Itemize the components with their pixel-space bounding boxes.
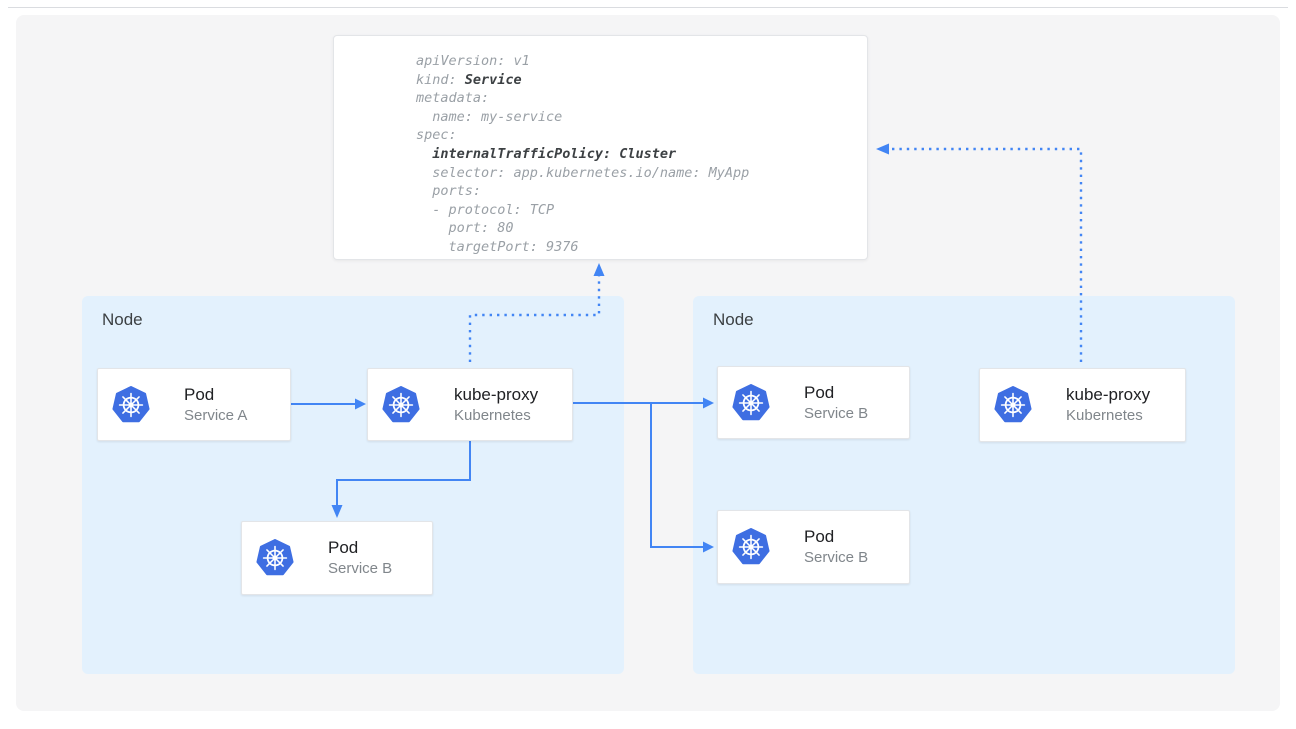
card-title: Pod	[184, 384, 215, 404]
node-label: Node	[713, 310, 754, 329]
pod-card-service-b-left: Pod Service B	[241, 521, 433, 595]
card-title: kube-proxy	[454, 384, 539, 404]
pod-card-service-a: Pod Service A	[97, 368, 291, 441]
yaml-code-line: ports:	[416, 183, 482, 200]
card-subtitle: Kubernetes	[1066, 407, 1143, 424]
pod-card-service-b-right-bottom: Pod Service B	[717, 510, 910, 584]
yaml-code-line: selector: app.kubernetes.io/name: MyApp	[416, 164, 750, 181]
node-box-left: Node	[82, 296, 624, 674]
yaml-code-line: kind: Service	[416, 71, 522, 88]
kube-proxy-card-left: kube-proxy Kubernetes	[367, 368, 573, 441]
kubernetes-icon	[256, 539, 294, 577]
card-title: Pod	[328, 538, 359, 557]
card-title: Pod	[804, 382, 835, 402]
yaml-code-line: internalTrafficPolicy: Cluster	[432, 145, 677, 162]
yaml-code-line: - protocol: TCP	[416, 201, 555, 218]
kubernetes-icon	[732, 383, 770, 422]
yaml-code: apiVersion: v1 kind: Service metadata: nam…	[334, 36, 867, 257]
yaml-code-line: metadata:	[416, 90, 490, 107]
card-subtitle: Service B	[804, 404, 869, 422]
card-title: Pod	[804, 527, 835, 546]
kubernetes-icon	[732, 528, 770, 566]
yaml-code-line: name: my-service	[416, 108, 563, 125]
yaml-code-line: port: 80	[416, 220, 514, 237]
kube-proxy-card-right: kube-proxy Kubernetes	[979, 368, 1186, 442]
card-subtitle: Kubernetes	[454, 406, 531, 424]
yaml-code-line: spec:	[416, 127, 457, 144]
card-subtitle: Service B	[804, 549, 869, 566]
kubernetes-icon	[994, 386, 1032, 424]
yaml-code-line: targetPort: 9376	[416, 238, 579, 255]
card-title: kube-proxy	[1066, 385, 1151, 404]
pod-card-service-b-right-top: Pod Service B	[717, 366, 910, 439]
kubernetes-icon	[112, 385, 150, 424]
kubernetes-icon	[382, 385, 420, 424]
yaml-code-line: apiVersion: v1	[416, 53, 530, 69]
node-label: Node	[102, 310, 143, 329]
card-subtitle: Service B	[328, 560, 393, 577]
top-divider	[8, 7, 1288, 8]
node-box-right: Node	[693, 296, 1235, 674]
card-subtitle: Service A	[184, 406, 248, 424]
service-yaml-card: apiVersion: v1 kind: Service metadata: nam…	[333, 35, 868, 260]
